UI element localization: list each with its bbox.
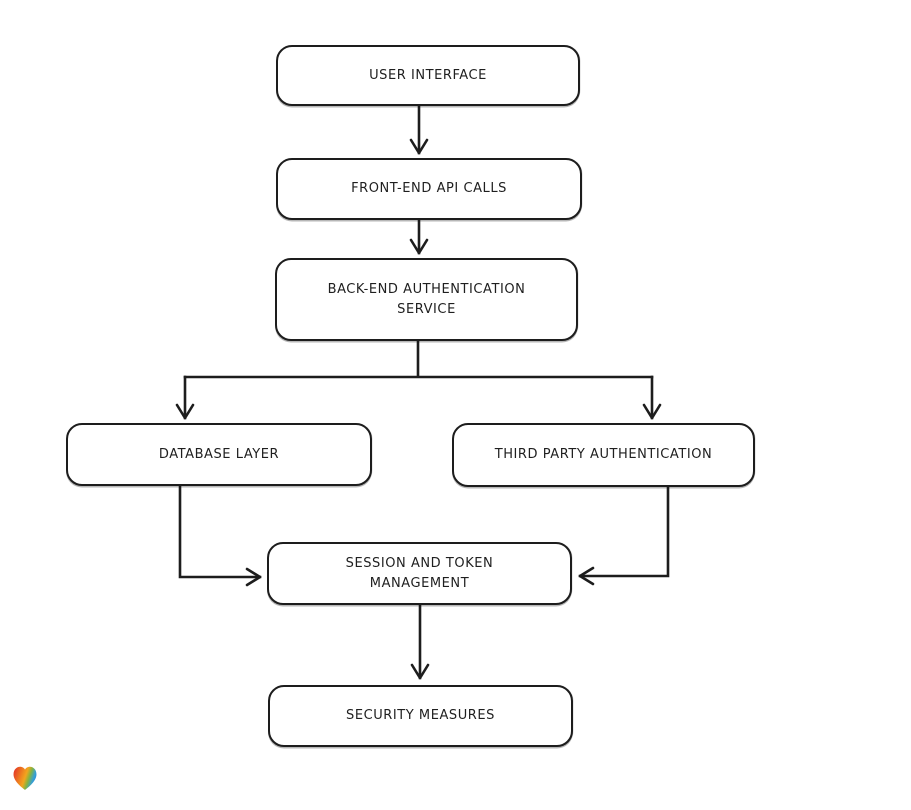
node-front-end-api-calls-label: FRONT-END API CALLS [351,181,507,197]
node-back-end-auth-service-label: BACK-END AUTHENTICATION SERVICE [327,282,526,317]
node-front-end-api-calls: FRONT-END API CALLS [276,158,582,220]
node-third-party-authentication: THIRD PARTY AUTHENTICATION [452,423,755,487]
branch-connector-back-end [183,340,654,379]
node-security-measures: SECURITY MEASURES [268,685,573,747]
node-back-end-auth-service: BACK-END AUTHENTICATION SERVICE [275,258,578,341]
node-session-token-management-label: SESSION AND TOKEN MANAGEMENT [345,556,494,591]
heart-gradient-icon[interactable] [8,760,42,794]
arrow-database-to-session [178,484,262,587]
arrow-third-party-to-session [578,485,670,586]
node-database-layer-label: DATABASE LAYER [158,446,280,462]
node-session-token-management: SESSION AND TOKEN MANAGEMENT [267,542,572,605]
node-database-layer: DATABASE LAYER [66,423,372,486]
node-security-measures-label: SECURITY MEASURES [346,708,495,724]
node-user-interface-label: USER INTERFACE [369,67,487,83]
node-user-interface: USER INTERFACE [276,45,580,106]
node-third-party-authentication-label: THIRD PARTY AUTHENTICATION [494,447,713,463]
